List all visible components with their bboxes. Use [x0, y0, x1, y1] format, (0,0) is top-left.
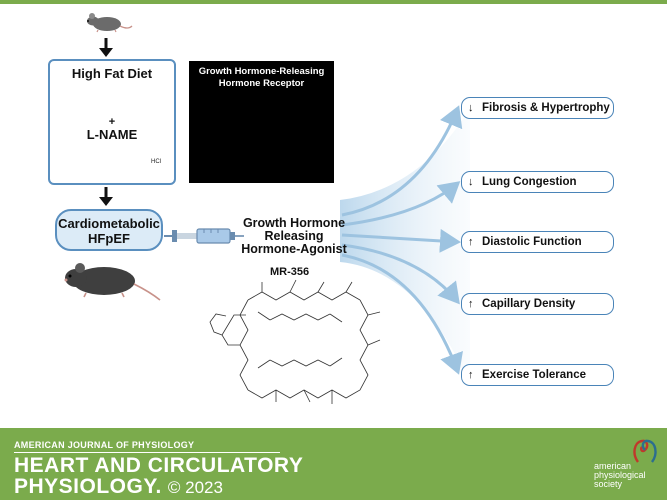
- decrease-arrow-icon: ↓: [468, 176, 474, 188]
- outcome-label: Capillary Density: [482, 298, 576, 310]
- outcome-label: Exercise Tolerance: [482, 369, 586, 381]
- society-line3: society: [594, 479, 623, 489]
- diet-box: High Fat Diet + L-NAME HCl: [48, 59, 176, 185]
- down-arrow-top: [99, 38, 113, 57]
- banner-divider: [14, 452, 280, 453]
- l-name-label: L-NAME: [86, 127, 138, 142]
- society-name: american physiological society: [594, 462, 646, 489]
- hfpef-model-box: Cardiometabolic HFpEF: [55, 209, 163, 251]
- increase-arrow-icon: ↑: [468, 298, 474, 310]
- arrow-to-diastolic: [341, 228, 461, 253]
- increase-arrow-icon: ↑: [468, 369, 474, 381]
- journal-name-line2-text: PHYSIOLOGY.: [14, 475, 162, 498]
- mouse-icon: [87, 13, 133, 33]
- outcome-exercise: ↑ Exercise Tolerance: [461, 364, 614, 386]
- mr-356-structure: [209, 279, 381, 404]
- model-line1: Cardiometabolic: [58, 216, 160, 231]
- model-line2: HFpEF: [88, 231, 130, 246]
- outcome-label: Fibrosis & Hypertrophy: [482, 102, 610, 114]
- hfpef-mouse-icon: [64, 263, 161, 301]
- treatment-line1: Growth Hormone: [242, 216, 346, 230]
- copyright: © 2023: [167, 478, 223, 497]
- plus-sign: +: [108, 116, 116, 128]
- treatment-line3: Hormone-Agonist: [241, 242, 347, 256]
- hcl-label: HCl: [151, 159, 161, 165]
- outcome-fibrosis: ↓ Fibrosis & Hypertrophy: [461, 97, 614, 119]
- outcome-label: Lung Congestion: [482, 176, 577, 188]
- arrow-to-exercise: [341, 253, 463, 375]
- decrease-arrow-icon: ↓: [468, 102, 474, 114]
- journal-name-line2: PHYSIOLOGY. © 2023: [14, 475, 223, 499]
- publisher-line: AMERICAN JOURNAL OF PHYSIOLOGY: [14, 440, 195, 450]
- syringe-icon: [164, 228, 244, 244]
- receptor-micrograph: Growth Hormone-Releasing Hormone Recepto…: [189, 61, 334, 183]
- outcome-label: Diastolic Function: [482, 236, 582, 248]
- down-arrow-middle: [99, 187, 113, 206]
- outcome-lung: ↓ Lung Congestion: [461, 171, 614, 193]
- outcome-diastolic: ↑ Diastolic Function: [461, 231, 614, 253]
- compound-label: MR-356: [270, 266, 310, 278]
- top-accent-bar: [0, 0, 667, 4]
- micrograph-title-line2: Hormone Receptor: [218, 78, 305, 89]
- journal-name-line1: HEART AND CIRCULATORY: [14, 454, 304, 477]
- effect-fan: [340, 108, 470, 385]
- outcome-capillary: ↑ Capillary Density: [461, 293, 614, 315]
- arrow-to-lung: [341, 181, 461, 227]
- society-line2: physiological: [594, 470, 646, 480]
- arrow-to-capillary: [341, 243, 460, 305]
- arrow-to-fibrosis: [341, 105, 463, 217]
- journal-banner: [0, 428, 667, 500]
- society-line1: american: [594, 461, 632, 471]
- treatment-line2: Releasing: [264, 229, 324, 243]
- aps-logo-icon: [633, 439, 657, 463]
- increase-arrow-icon: ↑: [468, 236, 474, 248]
- micrograph-title-line1: Growth Hormone-Releasing: [198, 66, 325, 77]
- diet-title: High Fat Diet: [71, 66, 153, 81]
